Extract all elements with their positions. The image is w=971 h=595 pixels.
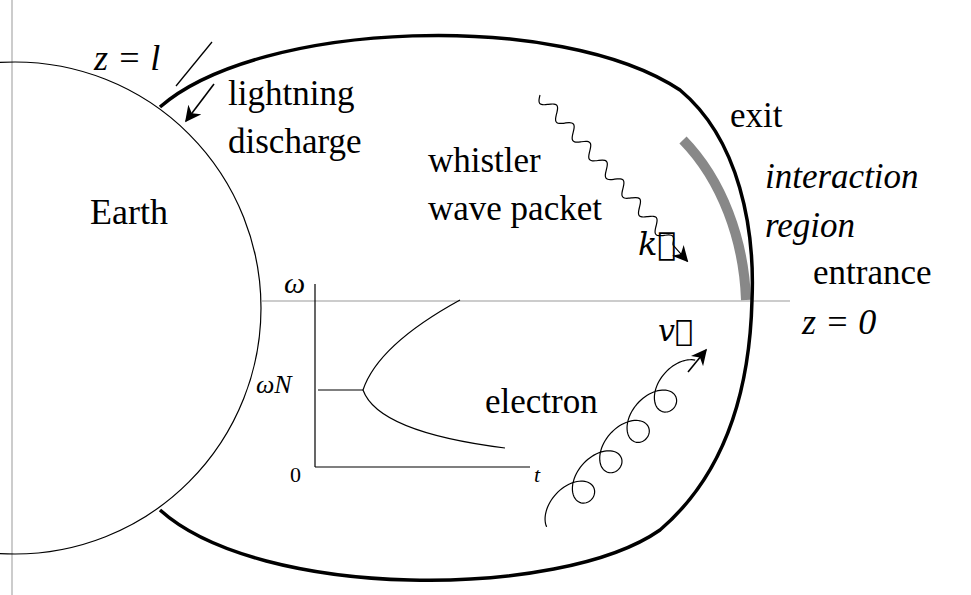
- entrance-label: entrance: [813, 253, 932, 293]
- position-label: z = 0: [802, 302, 876, 343]
- omega-axis: [314, 284, 315, 467]
- electron-label: electron: [485, 382, 598, 422]
- axis-label: ωN: [256, 370, 292, 400]
- left-edge-line: [12, 0, 13, 595]
- exit-label: exit: [730, 96, 782, 136]
- whistler-dispersion-curve: [363, 300, 505, 448]
- axis-label: 0: [290, 462, 301, 487]
- velocity-symbol: v⃗: [658, 314, 693, 349]
- region-label: interaction region: [765, 152, 955, 250]
- wave-vector-symbol: k⃗: [638, 226, 677, 263]
- lightning-label: lightning discharge: [228, 70, 388, 166]
- velocity-arrow: [688, 350, 706, 372]
- axis-label: t: [534, 462, 540, 487]
- whistler-label: whistler wave packet: [428, 137, 618, 233]
- earth-outline: [0, 61, 262, 555]
- earth-label: Earth: [90, 191, 168, 233]
- z-l-tick: [176, 42, 212, 86]
- interaction-region-band: [683, 140, 746, 300]
- lightning-arrow: [186, 84, 214, 121]
- equator-line: [262, 301, 790, 302]
- earth-circle: Earth: [0, 61, 262, 555]
- position-label: z = l: [94, 38, 160, 79]
- axis-label: ω: [284, 266, 305, 301]
- time-axis: [315, 466, 530, 467]
- earth-outline: [0, 62, 261, 554]
- field-line: [160, 35, 752, 580]
- nose-frequency-tick: [318, 389, 363, 390]
